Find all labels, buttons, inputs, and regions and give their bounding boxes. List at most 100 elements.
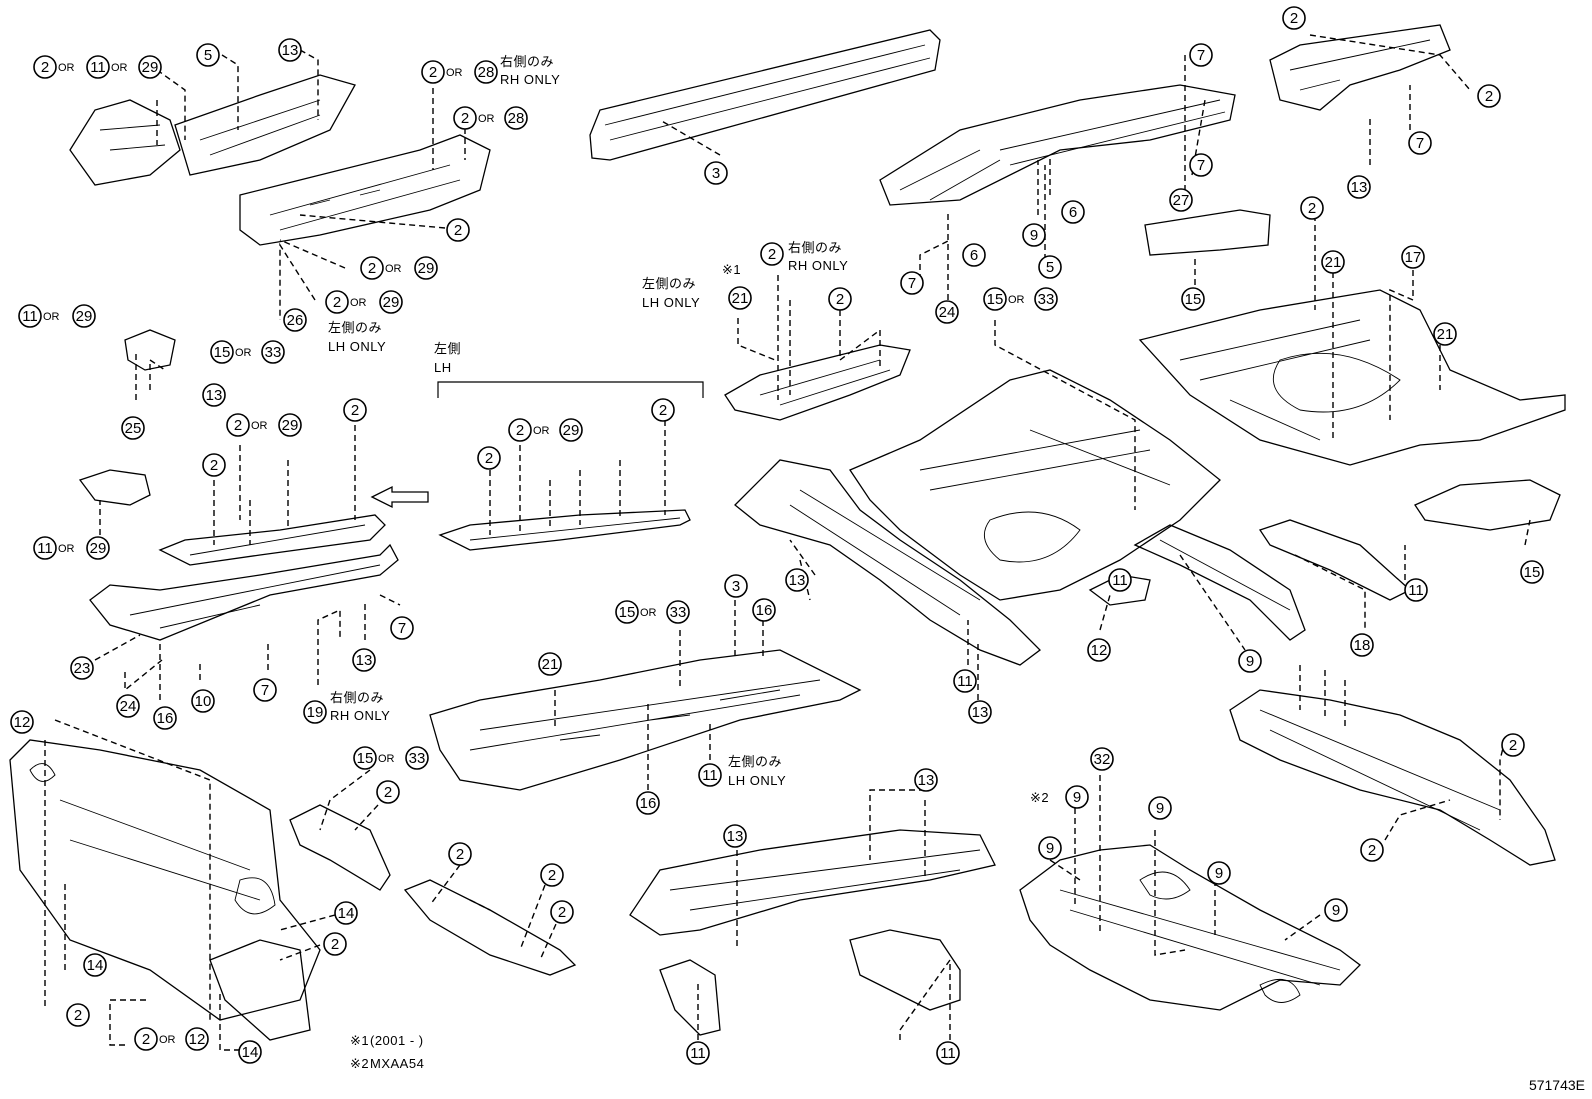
part-number: 2 [454, 222, 462, 239]
part-callout-24: 24 [935, 300, 959, 324]
part-callout-33: 33 [1034, 287, 1058, 311]
part-callout-29: 29 [379, 290, 403, 314]
part-callout-2: 2 [508, 418, 532, 442]
part-callout-28: 28 [504, 106, 528, 130]
part-callout-2: 2 [66, 1003, 90, 1027]
note-mark-1-label: ※1 [722, 262, 741, 277]
leader-lines [44, 34, 1531, 1051]
part-number: 2 [516, 422, 524, 439]
part-callout-11: 11 [33, 536, 57, 560]
part-number: 11 [940, 1045, 956, 1062]
part-callout-2: 2 [421, 60, 445, 84]
part-callout-28: 28 [474, 60, 498, 84]
or-connector: OR [446, 67, 463, 79]
part-outlines [9, 24, 1566, 1041]
part-number: 2 [558, 904, 566, 921]
part-callout-2: 2 [1282, 6, 1306, 30]
lh-only-jp-label-3: 左側のみ [728, 754, 782, 769]
part-callout-2: 2 [1360, 838, 1384, 862]
part-number: 2 [333, 294, 341, 311]
part-number: 2 [74, 1007, 82, 1024]
part-callout-14: 14 [238, 1040, 262, 1064]
part-callout-11: 11 [18, 304, 42, 328]
or-connector: OR [58, 543, 75, 555]
part-number: 13 [206, 387, 223, 404]
part-callout-15: 15 [615, 600, 639, 624]
part-callout-26: 26 [283, 308, 307, 332]
or-connector: OR [58, 62, 75, 74]
part-number: 15 [619, 604, 636, 621]
part-callout-2: 2 [33, 55, 57, 79]
or-connector: OR [350, 297, 367, 309]
text-labels: 右側のみ RH ONLY 右側のみ RH ONLY 左側のみ LH ONLY ※… [328, 54, 1585, 1093]
part-number: 11 [690, 1045, 706, 1062]
part-callout-21: 21 [1433, 322, 1457, 346]
part-number: 15 [1185, 291, 1202, 308]
part-number: 2 [836, 291, 844, 308]
part-callout-13: 13 [1347, 175, 1371, 199]
part-number: 32 [1094, 751, 1111, 768]
part-number: 26 [287, 312, 304, 329]
part-number: 7 [398, 620, 406, 637]
part-callout-13: 13 [968, 700, 992, 724]
part-number: 25 [125, 420, 142, 437]
lh-only-en-label-2: LH ONLY [328, 339, 386, 354]
part-number: 6 [970, 247, 978, 264]
part-callout-21: 21 [1321, 250, 1345, 274]
part-number: 2 [485, 450, 493, 467]
part-callout-13: 13 [723, 824, 747, 848]
part-callout-13: 13 [785, 568, 809, 592]
part-number: 2 [1485, 88, 1493, 105]
part-callout-2: 2 [134, 1027, 158, 1051]
part-callout-2: 2 [1477, 84, 1501, 108]
part-number: 29 [142, 59, 159, 76]
rh-only-jp-label-3: 右側のみ [330, 690, 384, 705]
part-number: 2 [659, 402, 667, 419]
part-number: 15 [357, 750, 374, 767]
or-connector: OR [533, 425, 550, 437]
part-callout-27: 27 [1169, 188, 1193, 212]
part-callout-18: 18 [1350, 633, 1374, 657]
part-callout-2: 2 [477, 446, 501, 470]
part-callout-2: 2 [446, 218, 470, 242]
part-callout-2: 2 [360, 256, 384, 280]
part-number: 11 [37, 540, 53, 557]
rh-only-jp-label-1: 右側のみ [500, 54, 554, 69]
part-callout-3: 3 [724, 574, 748, 598]
part-callout-33: 33 [405, 746, 429, 770]
part-callout-21: 21 [728, 286, 752, 310]
part-number: 16 [157, 710, 174, 727]
rh-only-jp-label-2: 右側のみ [788, 240, 842, 255]
part-number: 13 [356, 652, 373, 669]
part-callout-2: 2 [448, 842, 472, 866]
part-number: 13 [282, 42, 299, 59]
part-number: 9 [1156, 800, 1164, 817]
part-callout-6: 6 [1061, 200, 1085, 224]
part-number: 14 [87, 957, 104, 974]
part-callout-11: 11 [686, 1041, 710, 1065]
lh-only-en-label-3: LH ONLY [728, 773, 786, 788]
part-number: 2 [1368, 842, 1376, 859]
part-number: 2 [1308, 200, 1316, 217]
part-number: 2 [768, 246, 776, 263]
part-number: 28 [478, 64, 495, 81]
part-number: 14 [242, 1044, 259, 1061]
part-number: 24 [939, 304, 956, 321]
note-mark-2-label: ※2 [1030, 790, 1049, 805]
part-callout-10: 10 [191, 689, 215, 713]
part-callout-9: 9 [1148, 796, 1172, 820]
part-callout-12: 12 [185, 1027, 209, 1051]
part-callout-12: 12 [1087, 638, 1111, 662]
or-connector: OR [235, 347, 252, 359]
part-number: 2 [351, 402, 359, 419]
part-callout-15: 15 [210, 340, 234, 364]
part-number: 5 [1046, 259, 1054, 276]
part-number: 13 [918, 772, 935, 789]
part-callout-12: 12 [10, 710, 34, 734]
part-number: 7 [908, 275, 916, 292]
part-callout-7: 7 [390, 616, 414, 640]
part-number: 7 [261, 682, 269, 699]
part-callout-9: 9 [1038, 836, 1062, 860]
part-callout-2: 2 [325, 290, 349, 314]
